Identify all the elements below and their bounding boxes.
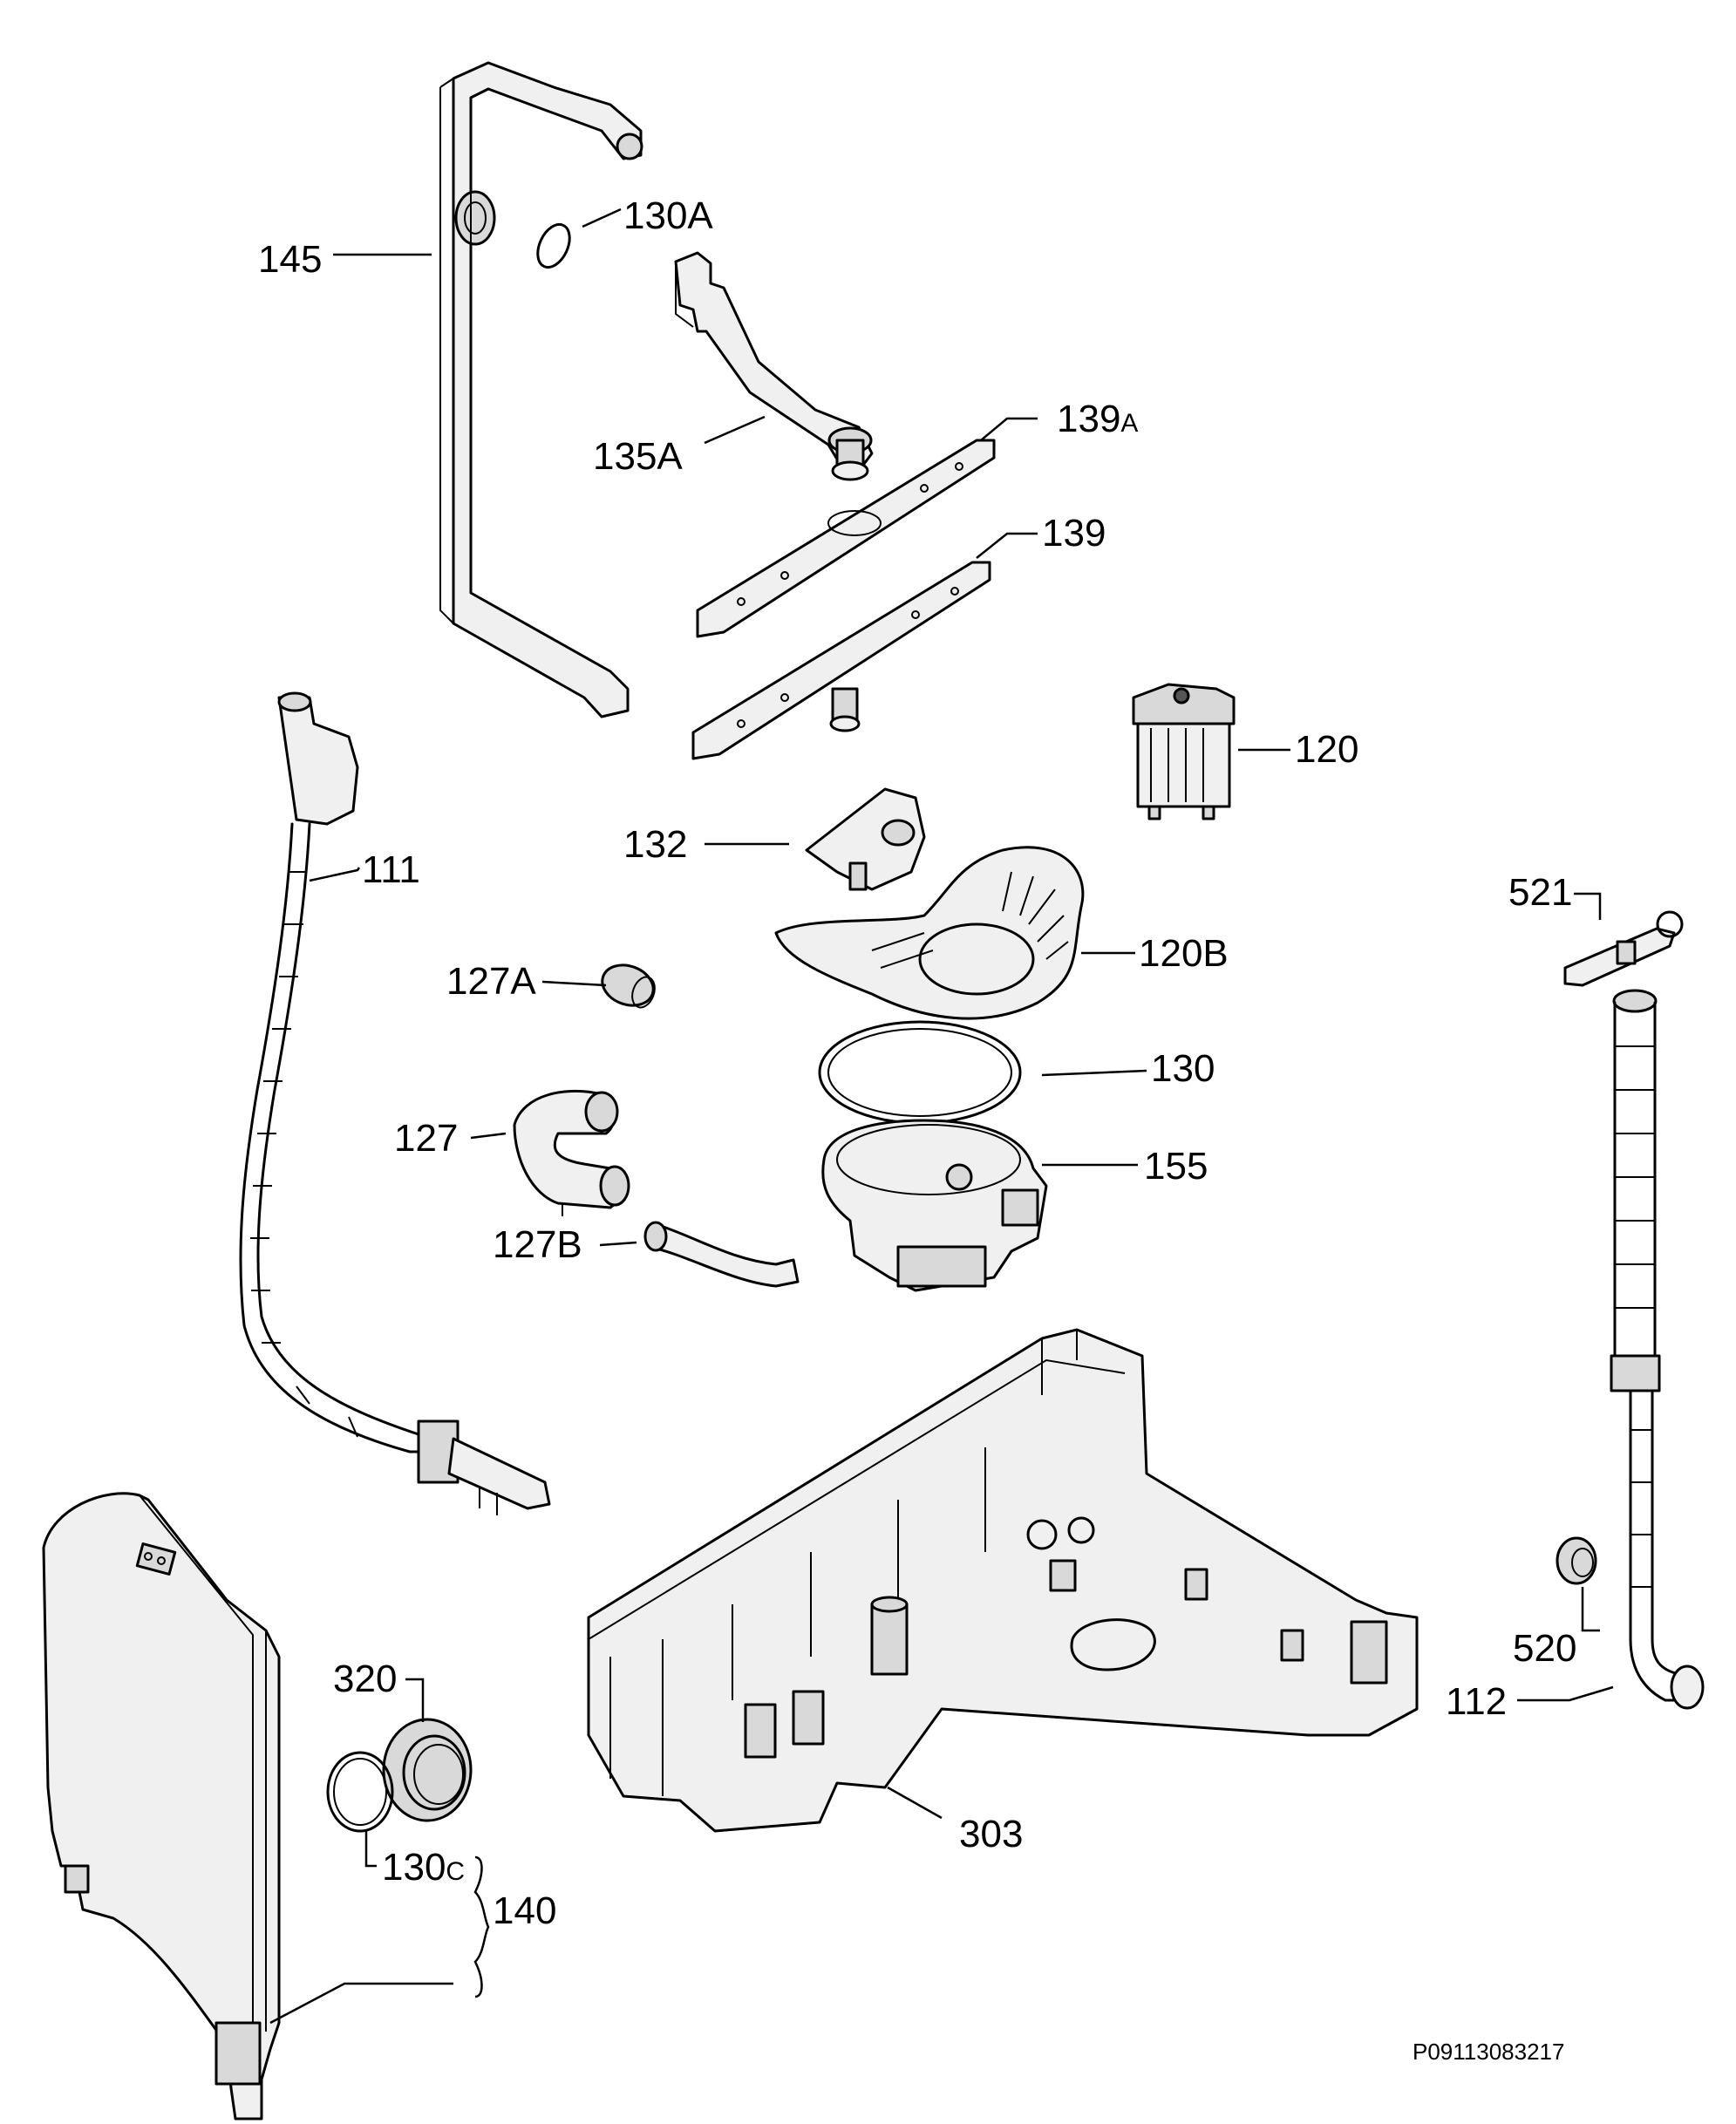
part-111-inlet-hose <box>239 691 551 1515</box>
part-520-grommet <box>1556 1536 1597 1585</box>
part-132-bracket <box>805 787 926 891</box>
callout-120B: 120B <box>1139 932 1229 975</box>
part-120-filter <box>1132 683 1236 820</box>
callout-139: 139 <box>1042 512 1106 555</box>
callout-135A: 135A <box>593 435 683 478</box>
callout-130C: 130C <box>382 1846 465 1889</box>
part-320-seal <box>382 1718 473 1822</box>
leader-lines <box>269 208 1614 2025</box>
part-155-sump <box>821 1119 1048 1292</box>
callout-303: 303 <box>959 1813 1023 1855</box>
part-130-sealing-ring <box>818 1020 1022 1125</box>
callout-139A: 139A <box>1057 398 1138 440</box>
callout-127A: 127A <box>446 960 536 1003</box>
callout-labels: 145 130A 135A 139A 139 120 132 111 521 1… <box>258 194 1576 2065</box>
part-140-side-cover <box>42 1492 281 2121</box>
callout-145: 145 <box>258 238 322 281</box>
callout-112: 112 <box>1446 1680 1507 1723</box>
callout-155: 155 <box>1144 1145 1208 1188</box>
part-521-hose-holder <box>1563 910 1684 987</box>
callout-127: 127 <box>394 1117 458 1160</box>
document-code: P09113083217 <box>1413 2039 1564 2065</box>
callout-130A: 130A <box>623 194 713 237</box>
part-139-lower-spray-arm <box>691 561 991 760</box>
callout-132: 132 <box>623 823 687 866</box>
callout-520: 520 <box>1513 1627 1576 1670</box>
part-120B-flat-filter <box>774 846 1085 1020</box>
part-130A-o-ring <box>536 222 571 269</box>
part-135A-spray-arm-bracket <box>674 251 874 481</box>
part-127-hose-connector <box>513 1089 630 1216</box>
part-112-drain-hose <box>1610 989 1705 1710</box>
callout-120: 120 <box>1295 728 1358 771</box>
part-127B-short-hose <box>643 1221 800 1288</box>
part-127A-connector <box>601 963 656 1009</box>
part-303-base-tray <box>587 1328 1419 1833</box>
callout-127B: 127B <box>493 1223 582 1266</box>
part-139A-upper-spray-arm <box>696 439 996 638</box>
callout-320: 320 <box>333 1658 397 1700</box>
part-130C-o-ring <box>326 1751 394 1833</box>
callout-521: 521 <box>1508 871 1572 914</box>
callout-140: 140 <box>493 1889 556 1932</box>
callout-111: 111 <box>362 848 420 891</box>
callout-130: 130 <box>1151 1047 1215 1090</box>
part-145-supply-pipe <box>439 61 643 718</box>
